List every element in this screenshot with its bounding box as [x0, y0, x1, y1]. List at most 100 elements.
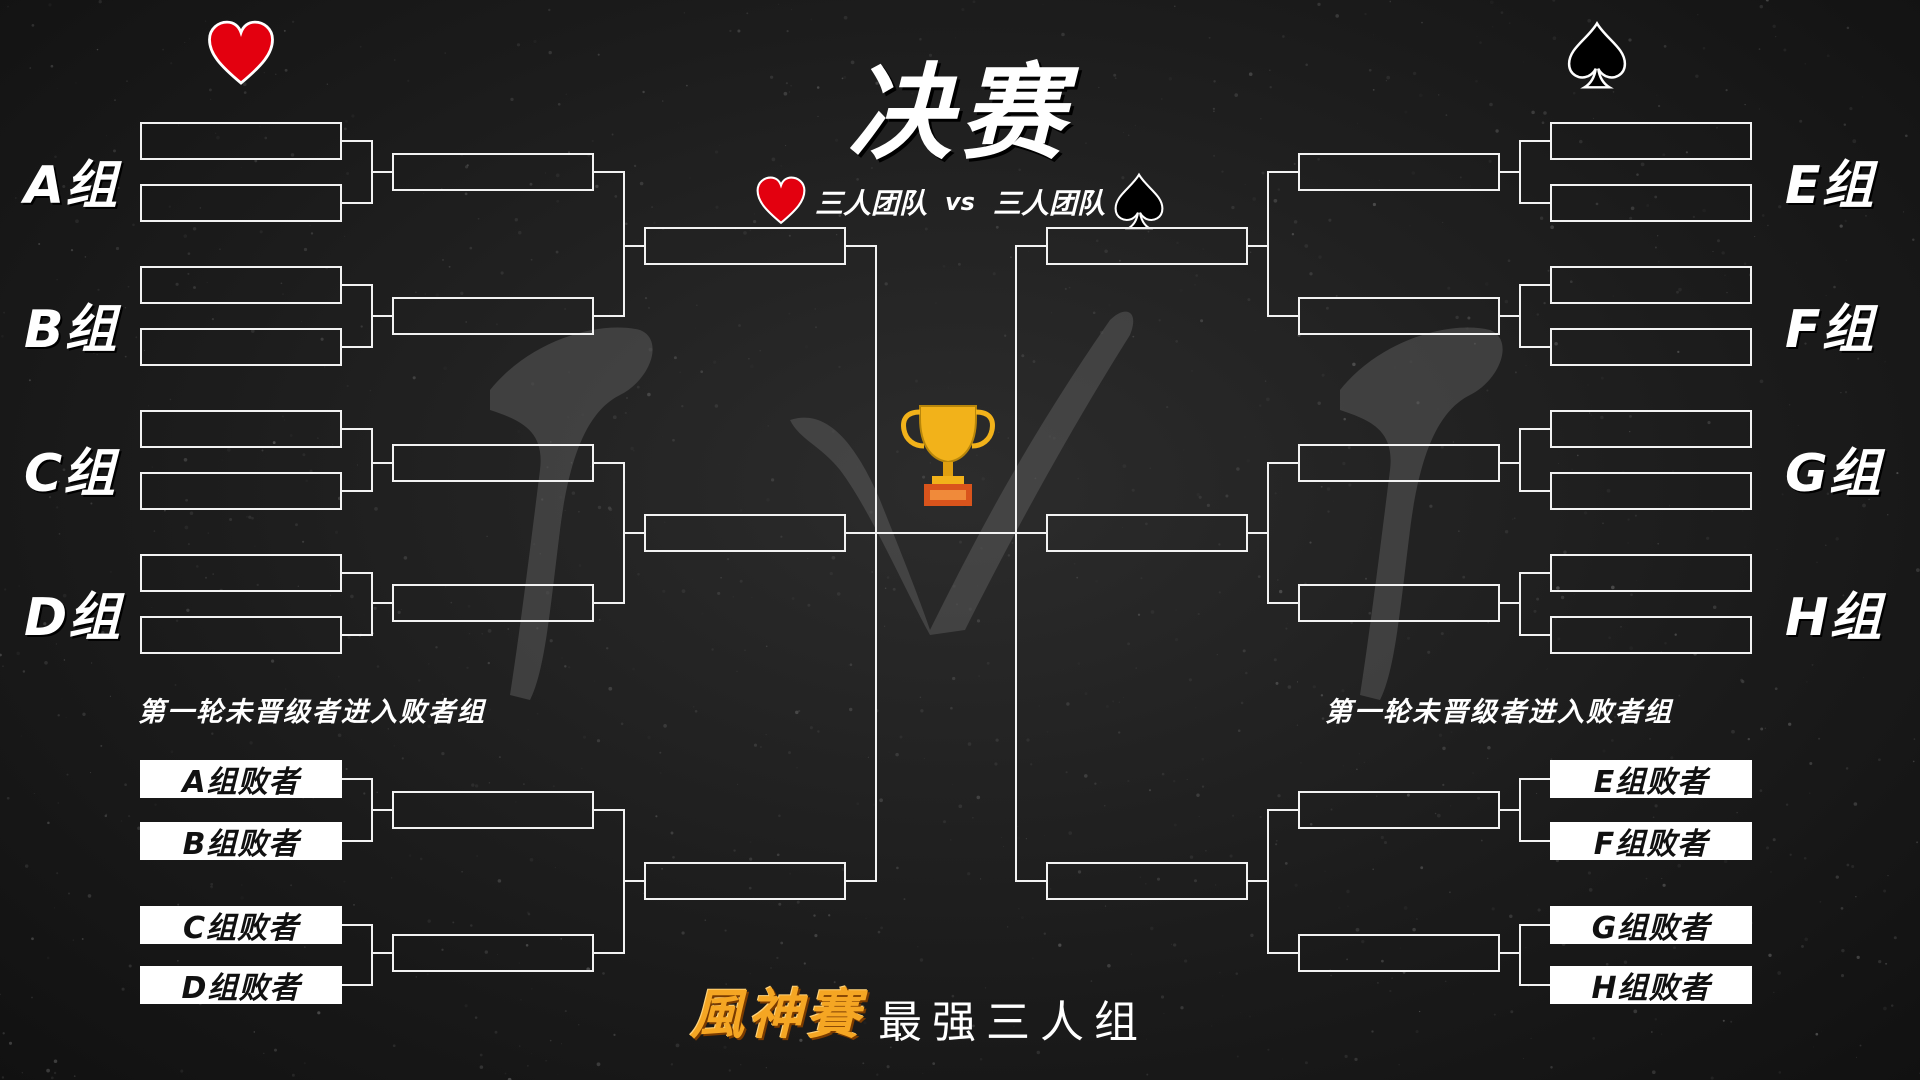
texture-speck: [681, 931, 685, 935]
texture-speck: [1826, 54, 1830, 58]
texture-speck: [1068, 831, 1073, 835]
texture-speck: [283, 419, 285, 421]
texture-speck: [253, 1031, 256, 1033]
texture-speck: [1273, 658, 1277, 662]
texture-speck: [605, 647, 609, 650]
group-label-e: E组: [1785, 156, 1875, 216]
texture-speck: [749, 364, 754, 369]
texture-speck: [1677, 863, 1682, 868]
texture-speck: [309, 224, 311, 226]
texture-speck: [1277, 188, 1281, 191]
texture-speck: [393, 59, 396, 61]
texture-speck: [1645, 877, 1648, 880]
texture-speck: [531, 1053, 533, 1054]
loser-slot-b: B组败者: [140, 822, 342, 862]
texture-speck: [1663, 45, 1667, 48]
texture-speck: [527, 912, 531, 916]
texture-speck: [1418, 1010, 1421, 1013]
texture-speck: [571, 491, 576, 495]
brush-v-icon: [790, 311, 1134, 635]
texture-speck: [1168, 77, 1173, 81]
texture-speck: [1296, 608, 1299, 611]
texture-speck: [1196, 793, 1200, 797]
texture-speck: [115, 246, 120, 251]
texture-speck: [1161, 98, 1163, 100]
texture-speck: [72, 939, 74, 941]
texture-speck: [1476, 35, 1478, 37]
texture-speck: [1628, 38, 1632, 42]
texture-speck: [1026, 738, 1030, 742]
texture-speck: [1605, 962, 1609, 966]
texture-speck: [739, 509, 743, 512]
texture-speck: [1775, 36, 1777, 38]
texture-speck: [188, 38, 190, 40]
texture-speck: [1343, 417, 1346, 421]
texture-speck: [1852, 139, 1857, 144]
texture-speck: [272, 441, 276, 445]
texture-speck: [1000, 836, 1002, 838]
texture-speck: [221, 459, 223, 461]
texture-speck: [1712, 605, 1717, 610]
texture-speck: [397, 610, 401, 615]
texture-speck: [22, 670, 26, 673]
left-loser-note: 第一轮未晋级者进入败者组: [138, 697, 486, 728]
texture-speck: [1068, 286, 1071, 289]
texture-speck: [1412, 927, 1416, 932]
texture-speck: [1450, 731, 1453, 734]
texture-speck: [1370, 537, 1372, 539]
fengshen-logo: 風神賽: [690, 981, 864, 1046]
texture-speck: [896, 450, 899, 454]
texture-speck: [924, 227, 928, 231]
texture-speck: [556, 199, 560, 203]
texture-speck: [1317, 158, 1320, 161]
texture-speck: [1191, 370, 1193, 372]
texture-speck: [642, 892, 645, 894]
texture-speck: [1765, 0, 1769, 2]
texture-speck: [58, 533, 61, 535]
texture-speck: [934, 117, 936, 119]
texture-speck: [694, 710, 698, 713]
texture-speck: [951, 994, 955, 998]
texture-speck: [82, 712, 86, 716]
texture-speck: [1583, 511, 1588, 515]
texture-speck: [1695, 74, 1699, 78]
texture-speck: [1711, 510, 1713, 512]
texture-speck: [1201, 757, 1205, 761]
texture-speck: [1602, 749, 1606, 753]
texture-speck: [688, 176, 692, 180]
texture-speck: [207, 532, 210, 534]
trophy-icon: [901, 405, 995, 506]
texture-speck: [1330, 808, 1333, 811]
texture-speck: [326, 83, 329, 86]
texture-speck: [195, 565, 199, 568]
texture-speck: [841, 77, 844, 80]
texture-speck: [1229, 854, 1233, 858]
texture-speck: [360, 325, 363, 328]
texture-speck: [479, 1065, 484, 1069]
texture-speck: [1173, 823, 1177, 827]
texture-speck: [1356, 768, 1358, 770]
texture-speck: [1839, 224, 1843, 228]
texture-speck: [858, 594, 862, 598]
texture-speck: [57, 802, 60, 804]
texture-speck: [1347, 905, 1349, 907]
texture-speck: [101, 631, 105, 635]
texture-speck: [1458, 530, 1460, 532]
texture-speck: [1372, 202, 1376, 207]
texture-speck: [1214, 548, 1216, 550]
texture-speck: [1358, 753, 1360, 755]
texture-speck: [880, 926, 884, 930]
left-c-bracket: [342, 428, 373, 492]
texture-speck: [681, 405, 684, 408]
texture-speck: [80, 630, 82, 633]
texture-speck: [1266, 397, 1270, 402]
texture-speck: [1450, 805, 1452, 807]
texture-speck: [408, 854, 412, 857]
texture-speck: [1112, 700, 1115, 703]
texture-speck: [1364, 12, 1367, 16]
texture-speck: [1383, 840, 1388, 845]
texture-speck: [564, 510, 566, 512]
texture-speck: [831, 555, 836, 560]
brush-one-left-icon: [490, 327, 653, 700]
texture-speck: [1816, 561, 1818, 563]
